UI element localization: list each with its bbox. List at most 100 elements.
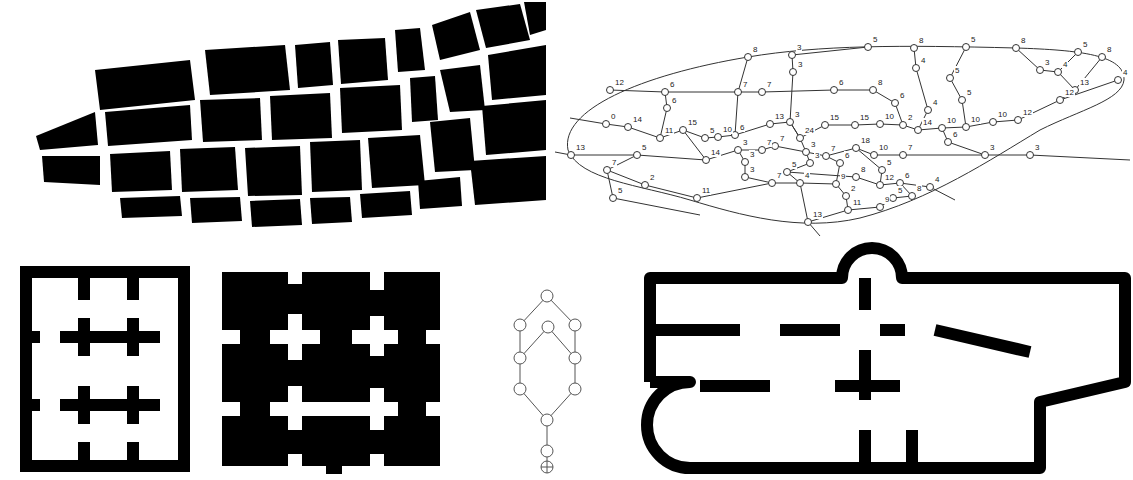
graph-node [963,44,970,51]
building-wall [650,324,740,336]
connectivity-number: 3 [1034,143,1040,152]
building-wall [906,430,918,468]
connectivity-number: 7 [766,80,772,89]
graph-node [797,135,804,142]
connectivity-number: 3 [749,150,755,159]
graph-node [1115,77,1122,84]
building-block [110,151,172,192]
connectivity-number: 6 [899,91,905,100]
graph-node [742,174,749,181]
graph-node [1057,97,1064,104]
building-block [245,146,302,196]
convex-space [222,344,288,402]
graph-node [1055,69,1062,76]
graph-node [843,193,850,200]
building-block [36,112,98,150]
graph-node [853,145,860,152]
plan-wall [178,331,184,343]
convex-space [302,416,370,466]
connectivity-number: 9 [884,195,890,204]
graph-node [642,182,649,189]
convex-space [320,330,352,344]
justified-graph-edge [520,296,575,462]
justified-graph-node [514,352,526,364]
building-wall [780,324,840,336]
graph-node [845,207,852,214]
connectivity-number: 2 [907,113,913,122]
connectivity-number: 5 [954,66,960,75]
convex-space [384,272,440,330]
building-block [36,2,546,227]
graph-node [803,149,810,156]
connectivity-number: 3 [1044,58,1050,67]
connectivity-number: 6 [671,96,677,105]
convex-space [384,416,440,466]
graph-node [702,135,709,142]
convex-space [288,284,302,314]
building-block [430,118,475,172]
graph-node [680,127,687,134]
graph-node [877,121,884,128]
graph-node [1099,54,1106,61]
connectivity-number: 5 [1082,40,1088,49]
plan-wall [26,272,184,466]
building-block [205,45,290,95]
connectivity-number: 5 [886,158,892,167]
graph-node [767,121,774,128]
connectivity-number: 4 [1122,68,1128,77]
connectivity-number: 13 [774,112,785,121]
graph-node [852,122,859,129]
street-line [555,47,1130,236]
graph-node [759,147,766,154]
building-wall [880,324,905,336]
convex-space [222,272,440,474]
graph-node [607,87,614,94]
convex-space [384,344,440,402]
area-outline [567,46,1124,223]
graph-node [1013,45,1020,52]
graph-node [742,159,749,166]
connectivity-number: 4 [1062,60,1068,69]
graph-node [1027,152,1034,159]
graph-node [945,139,952,146]
graph-node [913,65,920,72]
plan-wall [26,331,40,343]
graph-node [990,119,997,126]
connectivity-number: 8 [752,45,758,54]
graph-node [634,152,641,159]
connectivity-number: 2 [649,173,655,182]
convex-space [222,272,288,330]
graph-node [837,160,844,167]
connectivity-number: 6 [904,171,910,180]
justified-graph-node [541,445,553,457]
graph-node [789,52,796,59]
graph-node [807,160,814,167]
building-block [432,12,480,60]
graph-node [915,127,922,134]
street-line [683,130,706,160]
graph-node [745,54,752,61]
building-block [395,28,425,72]
connectivity-number: 12 [1022,108,1033,117]
street-line [787,172,930,187]
connectivity-number: 14 [632,115,643,124]
plan-wall [127,442,139,466]
graph-node [805,219,812,226]
graph-node [870,87,877,94]
connectivity-number: 2 [850,184,856,193]
justified-graph-node [514,319,526,331]
graph-node [927,184,934,191]
carrier-symbol [541,461,553,473]
graph-node [603,121,610,128]
graph-node [831,87,838,94]
graph-node [963,124,970,131]
graph-node [784,169,791,176]
building-block [200,98,262,142]
connectivity-number: 3 [794,110,800,119]
plan-wall [178,399,184,411]
graph-node [568,44,1122,226]
building-block [295,42,333,88]
graph-node [1037,67,1044,74]
